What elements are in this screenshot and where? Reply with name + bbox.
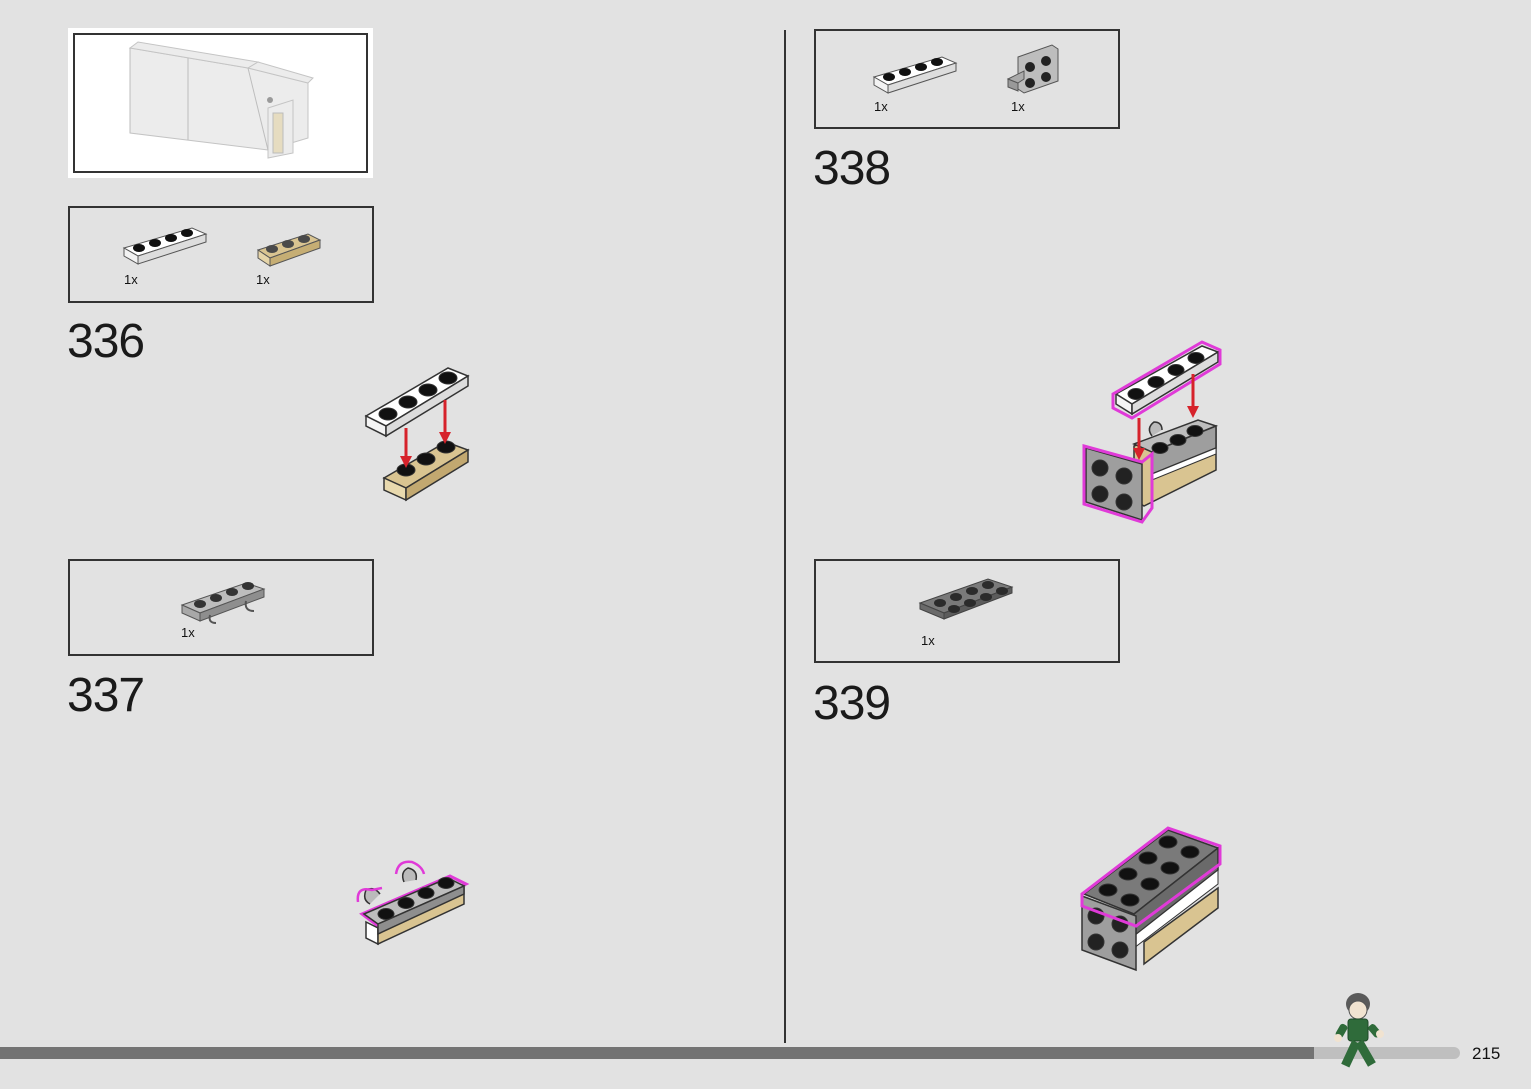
step-number: 336 xyxy=(67,315,145,368)
step-339-assembly xyxy=(1080,826,1222,972)
part-qty: 1x xyxy=(1011,99,1025,114)
tan-plate-1x3-icon xyxy=(256,233,322,267)
part-qty: 1x xyxy=(256,272,270,287)
part-qty: 1x xyxy=(181,625,195,640)
parts-callout-338: 1x 1x xyxy=(814,29,1120,129)
step-number: 337 xyxy=(67,669,145,722)
step-number: 339 xyxy=(813,677,891,730)
grey-plate-1x4-with-clips-icon xyxy=(180,582,266,624)
part-qty: 1x xyxy=(921,633,935,648)
part-qty: 1x xyxy=(874,99,888,114)
progress-fill xyxy=(0,1047,1314,1059)
white-plate-1x4-icon xyxy=(872,56,958,94)
dark-grey-plate-2x4-icon xyxy=(918,578,1014,620)
progress-bar xyxy=(0,1047,1460,1059)
parts-callout-337: 1x xyxy=(68,559,374,656)
parts-callout-336: 1x 1x xyxy=(68,206,374,303)
white-plate-1x4-icon xyxy=(122,227,208,265)
step-337-assembly xyxy=(356,860,470,946)
page-divider xyxy=(784,30,786,1043)
parts-callout-339: 1x xyxy=(814,559,1120,663)
subassembly-preview-image xyxy=(128,41,314,159)
step-338-assembly xyxy=(1082,340,1222,524)
step-336-assembly xyxy=(364,367,470,502)
minifigure-progress-icon xyxy=(1334,993,1384,1068)
subassembly-preview xyxy=(68,28,373,178)
grey-bracket-2x2-icon xyxy=(1006,44,1059,94)
step-number: 338 xyxy=(813,142,891,195)
part-qty: 1x xyxy=(124,272,138,287)
page-number: 215 xyxy=(1472,1044,1501,1063)
